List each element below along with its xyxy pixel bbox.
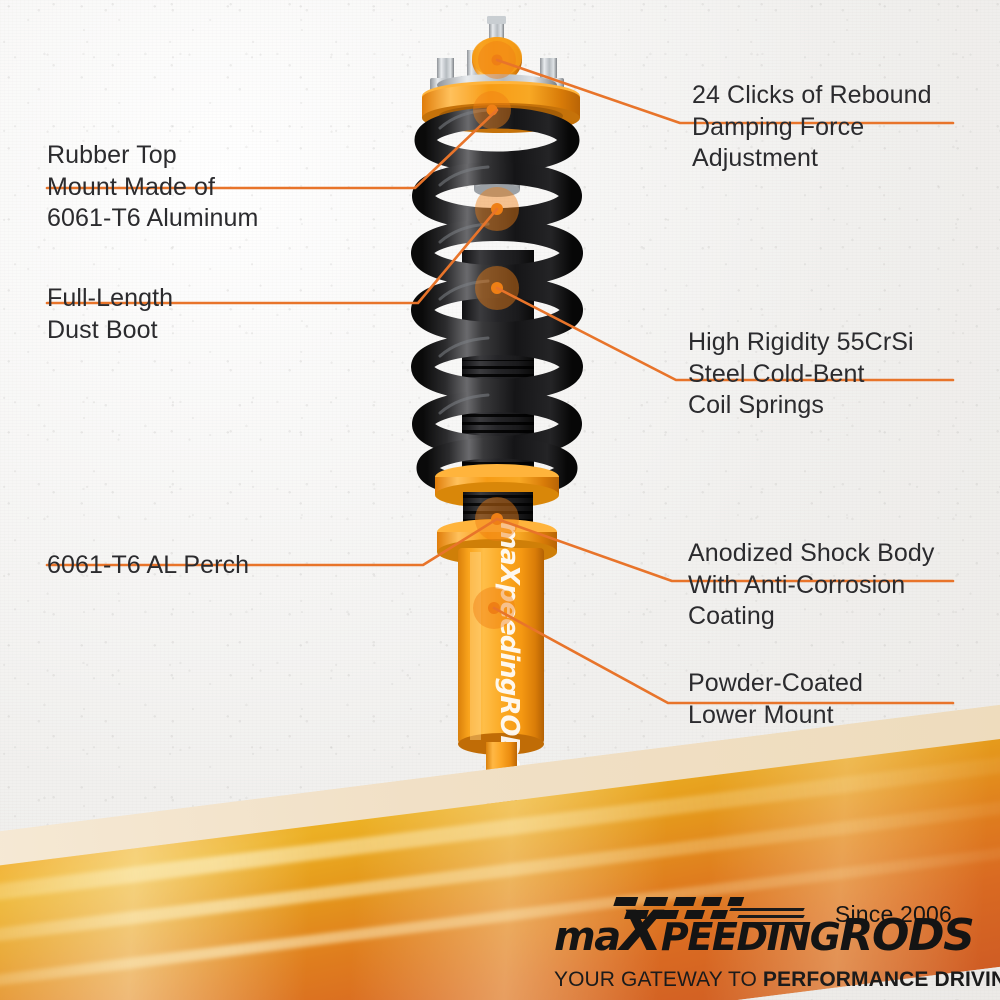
since-label: Since 2006 xyxy=(834,901,952,927)
brand-tagline: YOUR GATEWAY TO PERFORMANCE DRIVING xyxy=(554,968,1000,992)
callout-al-perch: 6061-T6 AL Perch xyxy=(47,550,249,582)
callout-rebound-damping: 24 Clicks of Rebound Damping Force Adjus… xyxy=(692,80,992,175)
wordmark-peeding: peeding xyxy=(660,915,841,959)
callout-coil-springs: High Rigidity 55CrSi Steel Cold-Bent Coi… xyxy=(688,327,988,422)
callout-dust-boot-text: Full-Length Dust Boot xyxy=(47,284,174,344)
callout-dust-boot: Full-Length Dust Boot xyxy=(47,283,173,346)
callout-al-perch-text: 6061-T6 AL Perch xyxy=(47,551,250,579)
logo-top-row: Since 2006 maXpeedingRODS xyxy=(554,897,975,963)
wordmark-rods: RODS xyxy=(839,910,975,961)
tagline-light: YOUR GATEWAY TO xyxy=(554,968,763,991)
callout-lower-mount: Powder-Coated Lower Mount xyxy=(688,668,988,731)
callout-coil-springs-text: High Rigidity 55CrSi Steel Cold-Bent Coi… xyxy=(688,328,914,419)
callout-lower-mount-text: Powder-Coated Lower Mount xyxy=(688,669,864,729)
tagline-bold: PERFORMANCE DRIVING xyxy=(762,968,1000,991)
callout-rebound-damping-text: 24 Clicks of Rebound Damping Force Adjus… xyxy=(692,81,932,172)
callout-rubber-top-mount: Rubber Top Mount Made of 6061-T6 Aluminu… xyxy=(47,140,258,235)
callout-shock-body: Anodized Shock Body With Anti-Corrosion … xyxy=(688,538,993,633)
callout-shock-body-text: Anodized Shock Body With Anti-Corrosion … xyxy=(688,539,935,630)
brand-wordmark: maXpeedingRODS xyxy=(554,899,975,963)
brand-logo: Since 2006 maXpeedingRODS YOUR GATEWAY T… xyxy=(554,897,1000,992)
wordmark-ma: ma xyxy=(554,914,621,960)
wordmark-x: X xyxy=(619,899,662,963)
callout-rubber-top-mount-text: Rubber Top Mount Made of 6061-T6 Aluminu… xyxy=(47,141,259,232)
